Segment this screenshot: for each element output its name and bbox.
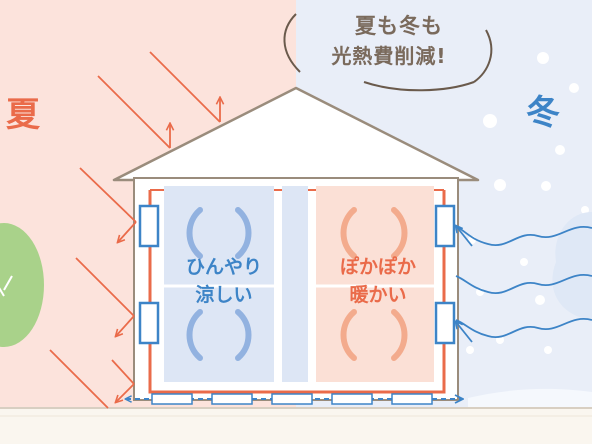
insulation-line [148, 190, 446, 394]
cool-room-label-1: ひんやり [185, 256, 262, 278]
window-right-bottom [434, 301, 456, 345]
callout-line-1: 夏も冬も [355, 14, 443, 38]
ground [0, 408, 592, 444]
circular-arrows-icon [186, 207, 252, 361]
callout-arc-bottom [363, 81, 475, 92]
warm-room [316, 186, 434, 382]
callout-line-2: 光熱費削減! [331, 44, 447, 68]
window-left-top [138, 204, 160, 248]
callout-arc-left [283, 13, 301, 73]
floor-vents [151, 393, 433, 405]
summer-tree [0, 223, 44, 347]
center-wall [282, 186, 308, 382]
snow-tree [552, 212, 592, 320]
diagonal-arrow-icon [49, 51, 220, 409]
wave-arrow-icon [456, 226, 592, 343]
cool-room-label-2: 涼しい [195, 284, 253, 306]
callout-arc-right [473, 29, 493, 83]
window-right-top [434, 204, 456, 248]
circular-arrows-icon [340, 207, 408, 361]
warm-room-label-1: ぽかぽか [339, 256, 416, 278]
winter-label: 冬 [526, 93, 560, 133]
warm-room-label-2: 暖かい [349, 284, 407, 306]
window-left-bottom [138, 301, 160, 345]
snow-dots [466, 52, 589, 354]
snow-ground [468, 388, 592, 410]
cool-room [164, 186, 274, 382]
summer-label: 夏 [6, 95, 40, 135]
